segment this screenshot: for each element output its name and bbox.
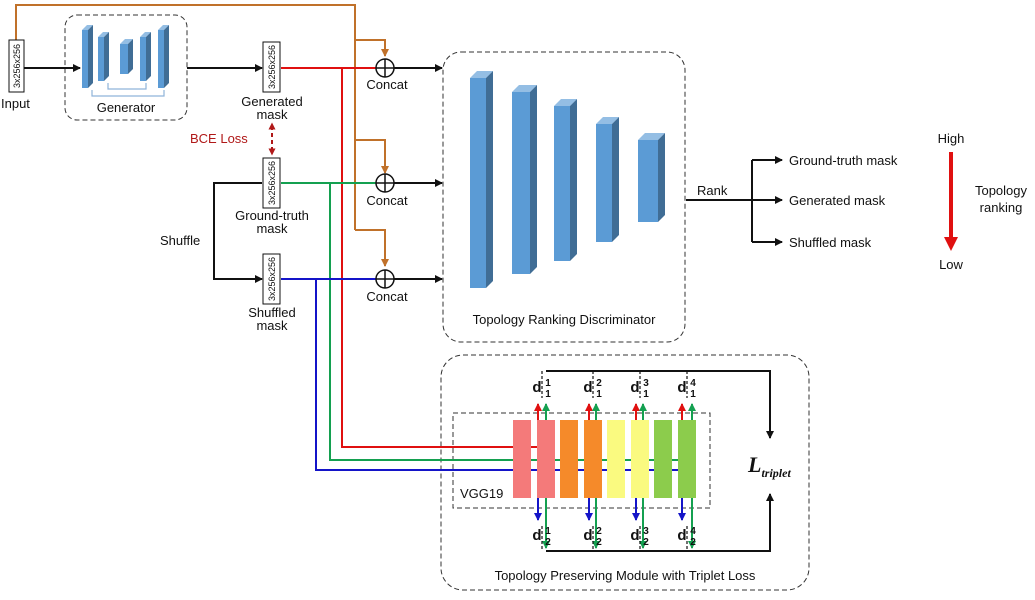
disc-layer-1 xyxy=(470,71,493,288)
vgg-block-3 xyxy=(560,420,578,498)
ground-truth-mask-tensor xyxy=(262,157,281,209)
scale-title-line2: ranking xyxy=(980,200,1023,215)
concat-label-3: Concat xyxy=(366,289,408,304)
unet-layer-4 xyxy=(140,32,151,81)
generated-mask-label-line2: mask xyxy=(256,107,288,122)
ground-truth-mask-label-line2: mask xyxy=(256,221,288,236)
generator-unet xyxy=(82,25,169,97)
module-label: Topology Preserving Module with Triplet … xyxy=(495,568,756,583)
concat-label-1: Concat xyxy=(366,77,408,92)
concat-node-generated xyxy=(375,58,395,78)
vgg19-blocks xyxy=(513,420,696,498)
disc-layer-3 xyxy=(554,99,577,261)
disc-layer-2 xyxy=(512,85,537,274)
concat-node-ground-truth xyxy=(375,173,395,193)
disc-layer-5 xyxy=(638,133,665,222)
triplet-loss-lines xyxy=(546,370,774,552)
ground-truth-mask-label-line1: Ground-truth xyxy=(235,208,309,223)
shuffled-mask-tensor xyxy=(262,253,281,305)
concat-node-shuffled xyxy=(375,269,395,289)
rank-output-ground-truth: Ground-truth mask xyxy=(789,153,898,168)
shuffle-bracket xyxy=(213,182,263,283)
vgg-block-8 xyxy=(678,420,696,498)
feature-tap-lines xyxy=(541,371,688,551)
generated-mask-tensor xyxy=(262,41,281,93)
discriminator-box xyxy=(442,51,686,343)
vgg-block-6 xyxy=(631,420,649,498)
vgg-block-7 xyxy=(654,420,672,498)
unet-layer-2 xyxy=(98,32,109,81)
unet-layer-1 xyxy=(82,25,93,88)
discriminator-label: Topology Ranking Discriminator xyxy=(473,312,656,327)
input-routing-lines xyxy=(15,4,389,267)
triplet-loss-symbol: Ltriplet xyxy=(747,452,791,480)
generated-mask-size: 3x256x256 xyxy=(267,45,277,89)
loss-subscript: triplet xyxy=(761,466,791,480)
rank-lines xyxy=(686,156,783,246)
rank-output-shuffled: Shuffled mask xyxy=(789,235,872,250)
generated-mask-label-line1: Generated xyxy=(241,94,302,109)
ground-truth-mask-size: 3x256x256 xyxy=(267,161,277,205)
scale-high-label: High xyxy=(938,131,965,146)
unet-skip-1 xyxy=(91,90,165,97)
scale-low-label: Low xyxy=(939,257,963,272)
shuffle-label: Shuffle xyxy=(160,233,200,248)
discriminator-blocks xyxy=(470,71,665,288)
concat-label-2: Concat xyxy=(366,193,408,208)
bce-loss-label: BCE Loss xyxy=(190,131,248,146)
input-tensor xyxy=(8,39,25,93)
triplet-module-box xyxy=(440,354,810,591)
vgg-block-2 xyxy=(537,420,555,498)
shuffled-mask-size: 3x256x256 xyxy=(267,257,277,301)
shuffled-mask-label-line2: mask xyxy=(256,318,288,333)
rank-label: Rank xyxy=(697,183,728,198)
generator-label: Generator xyxy=(97,100,156,115)
shuffled-mask-label-line1: Shuffled xyxy=(248,305,295,320)
input-label: Input xyxy=(1,96,30,111)
vgg19-label: VGG19 xyxy=(460,486,503,501)
input-tensor-size: 3x256x256 xyxy=(12,44,22,88)
unet-layer-3 xyxy=(120,39,133,74)
vgg-block-5 xyxy=(607,420,625,498)
generator-box xyxy=(64,14,188,121)
scale-title-line1: Topology xyxy=(975,183,1028,198)
rank-output-generated: Generated mask xyxy=(789,193,886,208)
unet-layer-5 xyxy=(158,25,169,88)
vgg-block-1 xyxy=(513,420,531,498)
disc-layer-4 xyxy=(596,117,619,242)
loss-l: L xyxy=(747,452,761,477)
unet-skip-2 xyxy=(107,83,147,90)
vgg-block-4 xyxy=(584,420,602,498)
